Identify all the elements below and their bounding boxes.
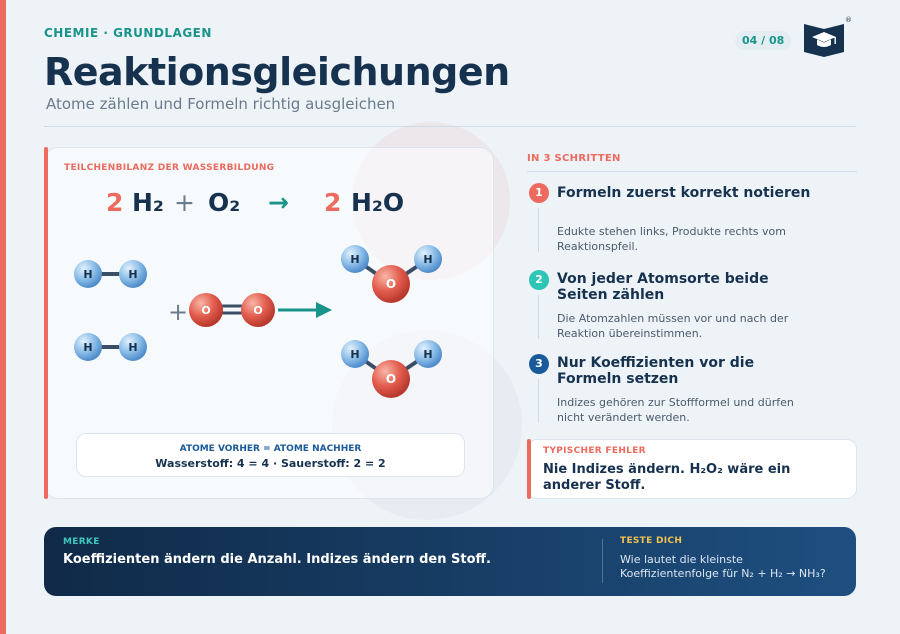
plus-sign: + (168, 298, 188, 326)
step-desc-3: Indizes gehören zur Stoffformel und dürf… (557, 396, 794, 424)
step-desc-1: Edukte stehen links, Produkte rechts vom… (557, 225, 786, 253)
hydrogen-atom: H (341, 340, 369, 368)
svg-text:O: O (386, 372, 396, 386)
step-title-3: Nur Koeffizienten vor die Formeln setzen (557, 355, 755, 387)
left-accent-bar (0, 0, 6, 634)
panel-label: TEILCHENBILANZ DER WASSERBILDUNG (64, 163, 275, 173)
hydrogen-atom: H (414, 340, 442, 368)
svg-text:O: O (253, 304, 262, 317)
hydrogen-atom: H (341, 245, 369, 273)
category-label: CHEMIE · GRUNDLAGEN (44, 26, 212, 40)
panel-accent (44, 147, 48, 499)
step-number-3: 3 (529, 354, 549, 374)
svg-text:H: H (128, 268, 137, 281)
page-title: Reaktionsgleichungen (44, 50, 510, 94)
hydrogen-atom: H (74, 333, 102, 361)
svg-text:O: O (201, 304, 210, 317)
step-number-2: 2 (529, 270, 549, 290)
error-card-accent (527, 439, 531, 499)
oxygen-atom: O (241, 293, 275, 327)
step-title-1: Formeln zuerst korrekt notieren (557, 185, 811, 201)
balance-label: ATOME VORHER = ATOME NACHHER (179, 444, 362, 454)
registered-mark: ® (845, 16, 852, 24)
test-label: TESTE DICH (620, 536, 683, 546)
equation-plus: + (174, 188, 195, 217)
equation-reactant-hydrogen: H₂ (132, 188, 164, 217)
steps-divider (527, 171, 857, 172)
equation-arrow: → (268, 188, 289, 217)
hydrogen-atom: H (119, 333, 147, 361)
header-divider (44, 126, 856, 127)
footer-banner (44, 527, 856, 596)
svg-text:H: H (350, 348, 359, 361)
arrow-right-icon (278, 302, 332, 318)
step-number-1: 1 (529, 183, 549, 203)
hydrogen-atom: H (414, 245, 442, 273)
hydrogen-atom: H (119, 260, 147, 288)
step-connector (538, 208, 539, 252)
svg-text:H: H (83, 341, 92, 354)
svg-text:H: H (423, 253, 432, 266)
error-text: Nie Indizes ändern. H₂O₂ wäre ein andere… (543, 462, 791, 493)
test-question: Wie lautet die kleinste Koeffizientenfol… (620, 553, 826, 580)
oxygen-atom: O (372, 265, 410, 303)
footer-divider (602, 539, 603, 583)
molecule-diagram: H H H H + O O H H O (74, 245, 442, 398)
error-label: TYPISCHER FEHLER (543, 446, 646, 456)
oxygen-atom: O (372, 360, 410, 398)
page-subtitle: Atome zählen und Formeln richtig ausglei… (46, 95, 396, 113)
steps-label: IN 3 SCHRITTEN (527, 153, 621, 164)
equation-product-water: H₂O (351, 188, 405, 217)
equation-reactant-oxygen: O₂ (208, 188, 241, 217)
balance-text: Wasserstoff: 4 = 4 · Sauerstoff: 2 = 2 (155, 457, 386, 470)
merke-label: MERKE (63, 537, 100, 547)
typical-error-card (527, 439, 857, 499)
merke-text: Koeffizienten ändern die Anzahl. Indizes… (63, 552, 491, 567)
svg-text:H: H (128, 341, 137, 354)
step-connector (538, 379, 539, 423)
svg-text:H: H (83, 268, 92, 281)
equation-coefficient: 2 (324, 188, 342, 217)
step-connector (538, 295, 539, 339)
equation-coefficient: 2 (106, 188, 124, 217)
step-title-2: Von jeder Atomsorte beide Seiten zählen (557, 271, 769, 303)
svg-text:H: H (423, 348, 432, 361)
oxygen-atom: O (189, 293, 223, 327)
hydrogen-atom: H (74, 260, 102, 288)
svg-text:H: H (350, 253, 359, 266)
atom-balance-box: ATOME VORHER = ATOME NACHHER Wasserstoff… (76, 433, 465, 477)
book-graduation-cap-icon (804, 24, 844, 57)
step-desc-2: Die Atomzahlen müssen vor und nach der R… (557, 312, 789, 340)
page-indicator: 04 / 08 (735, 31, 792, 50)
svg-text:O: O (386, 277, 396, 291)
